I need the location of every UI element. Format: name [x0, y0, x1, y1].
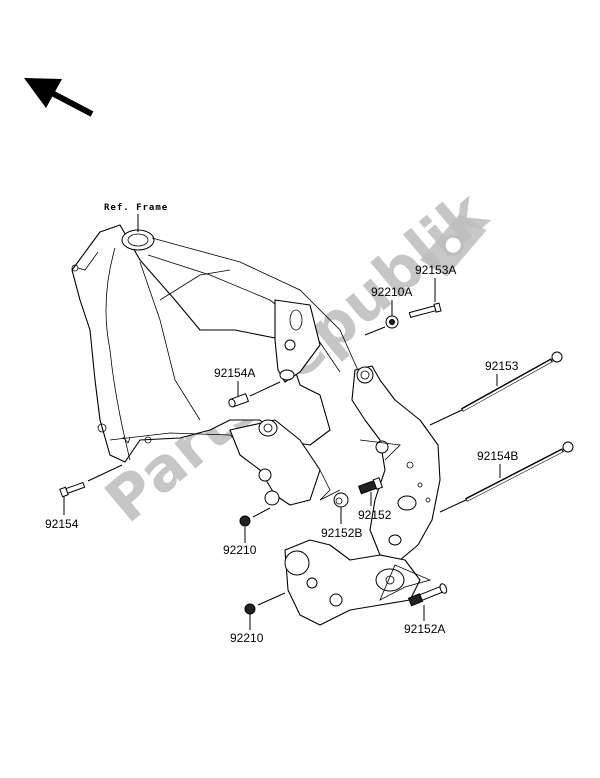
- part-92154[interactable]: 92154: [45, 464, 123, 531]
- part-92153[interactable]: 92153: [429, 351, 563, 426]
- part-92210-upper[interactable]: 92210: [223, 507, 271, 557]
- watermark-logo-icon: [420, 213, 487, 277]
- part-label-92210-upper[interactable]: 92210: [223, 543, 257, 557]
- nut-icon: [244, 603, 256, 615]
- nut-icon: [239, 515, 251, 527]
- part-label-92210A[interactable]: 92210A: [371, 285, 412, 299]
- part-92152[interactable]: 92152: [357, 477, 392, 522]
- part-label-92154A[interactable]: 92154A: [214, 366, 255, 380]
- part-label-92154[interactable]: 92154: [45, 517, 79, 531]
- part-label-92153[interactable]: 92153: [485, 359, 519, 373]
- part-92153A[interactable]: 92153A: [408, 263, 456, 319]
- part-label-92152[interactable]: 92152: [358, 508, 392, 522]
- ref-frame-label: Ref. Frame: [104, 203, 168, 213]
- part-92154A[interactable]: 92154A: [214, 366, 281, 408]
- part-92152A[interactable]: 92152A: [379, 564, 448, 636]
- part-92210A[interactable]: 92210A: [364, 285, 412, 336]
- part-92154B[interactable]: 92154B: [439, 441, 574, 513]
- adjuster-collar-icon: [357, 477, 384, 495]
- part-92152B[interactable]: 92152B: [321, 492, 362, 540]
- frame: [71, 224, 441, 626]
- collar-icon: [407, 583, 448, 607]
- ref-frame-callout: Ref. Frame: [104, 203, 168, 232]
- part-label-92154B[interactable]: 92154B: [477, 449, 518, 463]
- bolt-icon: [408, 302, 442, 319]
- part-label-92210-lower[interactable]: 92210: [230, 631, 264, 645]
- direction-arrow-icon: [24, 78, 94, 117]
- collar-icon: [228, 393, 250, 408]
- part-label-92153A[interactable]: 92153A: [415, 263, 456, 277]
- part-92210-lower[interactable]: 92210: [230, 592, 286, 645]
- part-label-92152B[interactable]: 92152B: [321, 526, 362, 540]
- bolt-icon: [59, 481, 86, 498]
- long-bolt-icon: [461, 351, 563, 412]
- part-label-92152A[interactable]: 92152A: [404, 622, 445, 636]
- long-bolt-icon: [465, 441, 574, 502]
